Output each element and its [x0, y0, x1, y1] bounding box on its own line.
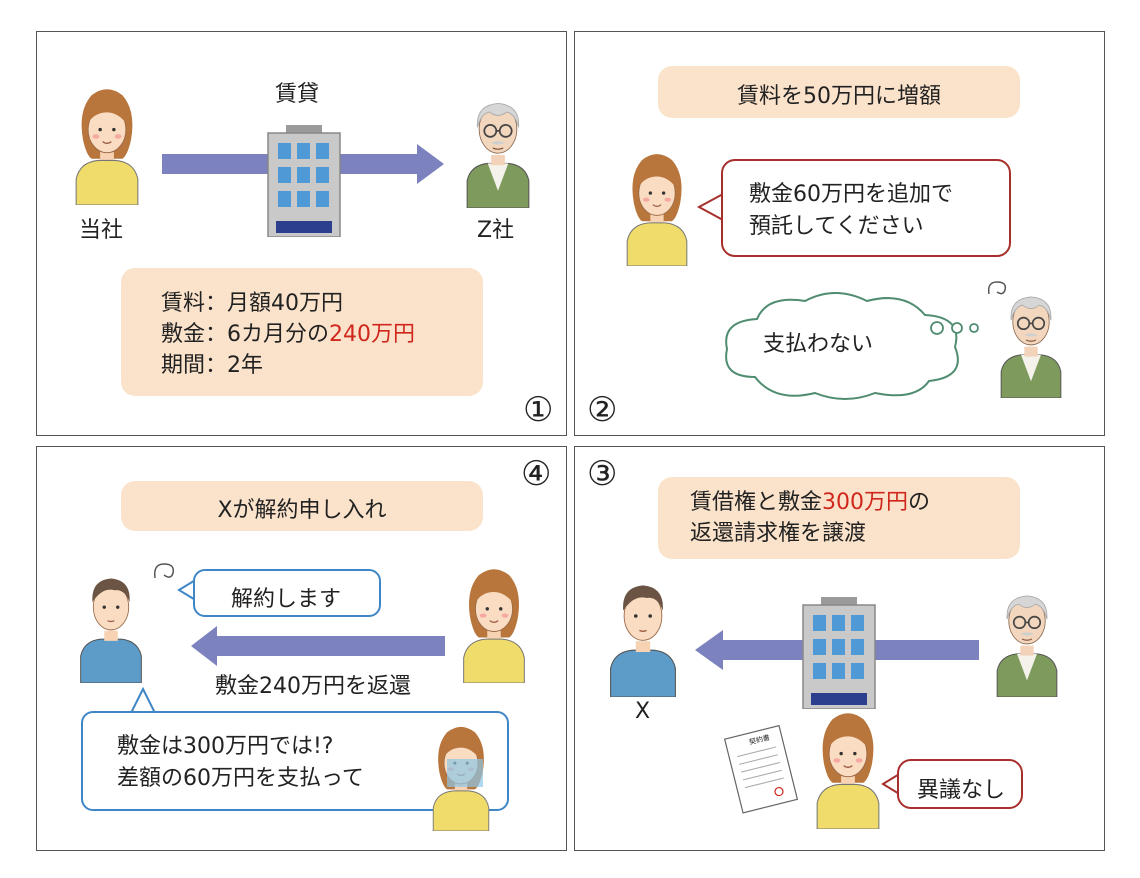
deposit-request-bubble: 敷金60万円を追加で 預託してください [721, 159, 1011, 257]
x-man-worried-icon [61, 565, 161, 683]
building-icon [266, 125, 342, 237]
speech-tail [696, 193, 724, 221]
consenting-woman-icon [811, 709, 885, 829]
termination-header: Xが解約申し入れ [121, 481, 483, 531]
worry-scribble-icon [987, 281, 1007, 295]
tenant-oldman-icon [993, 282, 1069, 398]
rent-increase-header: 賃料を50万円に増額 [658, 66, 1020, 118]
x-label: X [635, 699, 651, 724]
our-company-woman-icon [67, 85, 147, 205]
landlord-woman-icon [621, 150, 693, 266]
difference-claim-bubble: 敷金は300万円では!? 差額の60万円を支払って [81, 711, 509, 811]
panel-2: 賃料を50万円に増額 敷金60万円を追加で 預託してください 支払わない ② [574, 31, 1105, 436]
panel-number: ③ [587, 454, 618, 494]
worry-scribble-icon [153, 563, 175, 579]
panel-number: ④ [521, 454, 552, 494]
building-label: 賃貸 [275, 82, 320, 107]
lease-terms-box: 賃料：月額40万円 敷金：6カ月分の240万円 期間：2年 [121, 268, 483, 396]
term-rent: 賃料：月額40万円 [161, 291, 344, 316]
thought-cloud [725, 292, 959, 400]
landlord-woman-icon [457, 565, 531, 683]
return-arrow [191, 626, 445, 666]
panel-number: ① [523, 390, 554, 430]
z-company-oldman-icon [460, 88, 536, 208]
panel-4: ④ Xが解約申し入れ 解約します 敷金240万円を返還 敷金は300万円では!?… [36, 446, 567, 851]
termination-bubble: 解約します [193, 569, 381, 617]
panel-3: ③ 賃借権と敷金300万円の 返還請求権を譲渡 X 契約書 異議なし [574, 446, 1105, 851]
term-period: 期間：2年 [161, 353, 264, 378]
contract-document-icon [723, 724, 799, 814]
x-man-icon [597, 571, 689, 697]
panel-number: ② [587, 390, 618, 430]
building-icon [801, 597, 877, 709]
z-company-oldman-icon [989, 581, 1065, 697]
shocked-woman-icon [425, 723, 497, 831]
thought-dots [930, 321, 979, 335]
speech-tail [881, 772, 902, 796]
refusal-thought: 支払わない [763, 332, 874, 357]
z-company-label: Z社 [477, 218, 515, 243]
term-deposit: 敷金：6カ月分の240万円 [161, 322, 416, 347]
no-objection-bubble: 異議なし [897, 759, 1023, 809]
panel-1: 賃貸 当社 Z社 賃料：月額40万円 敷金：6カ月分の240万円 期間：2年 ① [36, 31, 567, 436]
assignment-header: 賃借権と敷金300万円の 返還請求権を譲渡 [658, 477, 1020, 559]
our-company-label: 当社 [79, 218, 124, 243]
deposit-return-label: 敷金240万円を返還 [215, 674, 411, 699]
speech-tail [177, 578, 198, 602]
bubble-tail-up [130, 686, 156, 714]
